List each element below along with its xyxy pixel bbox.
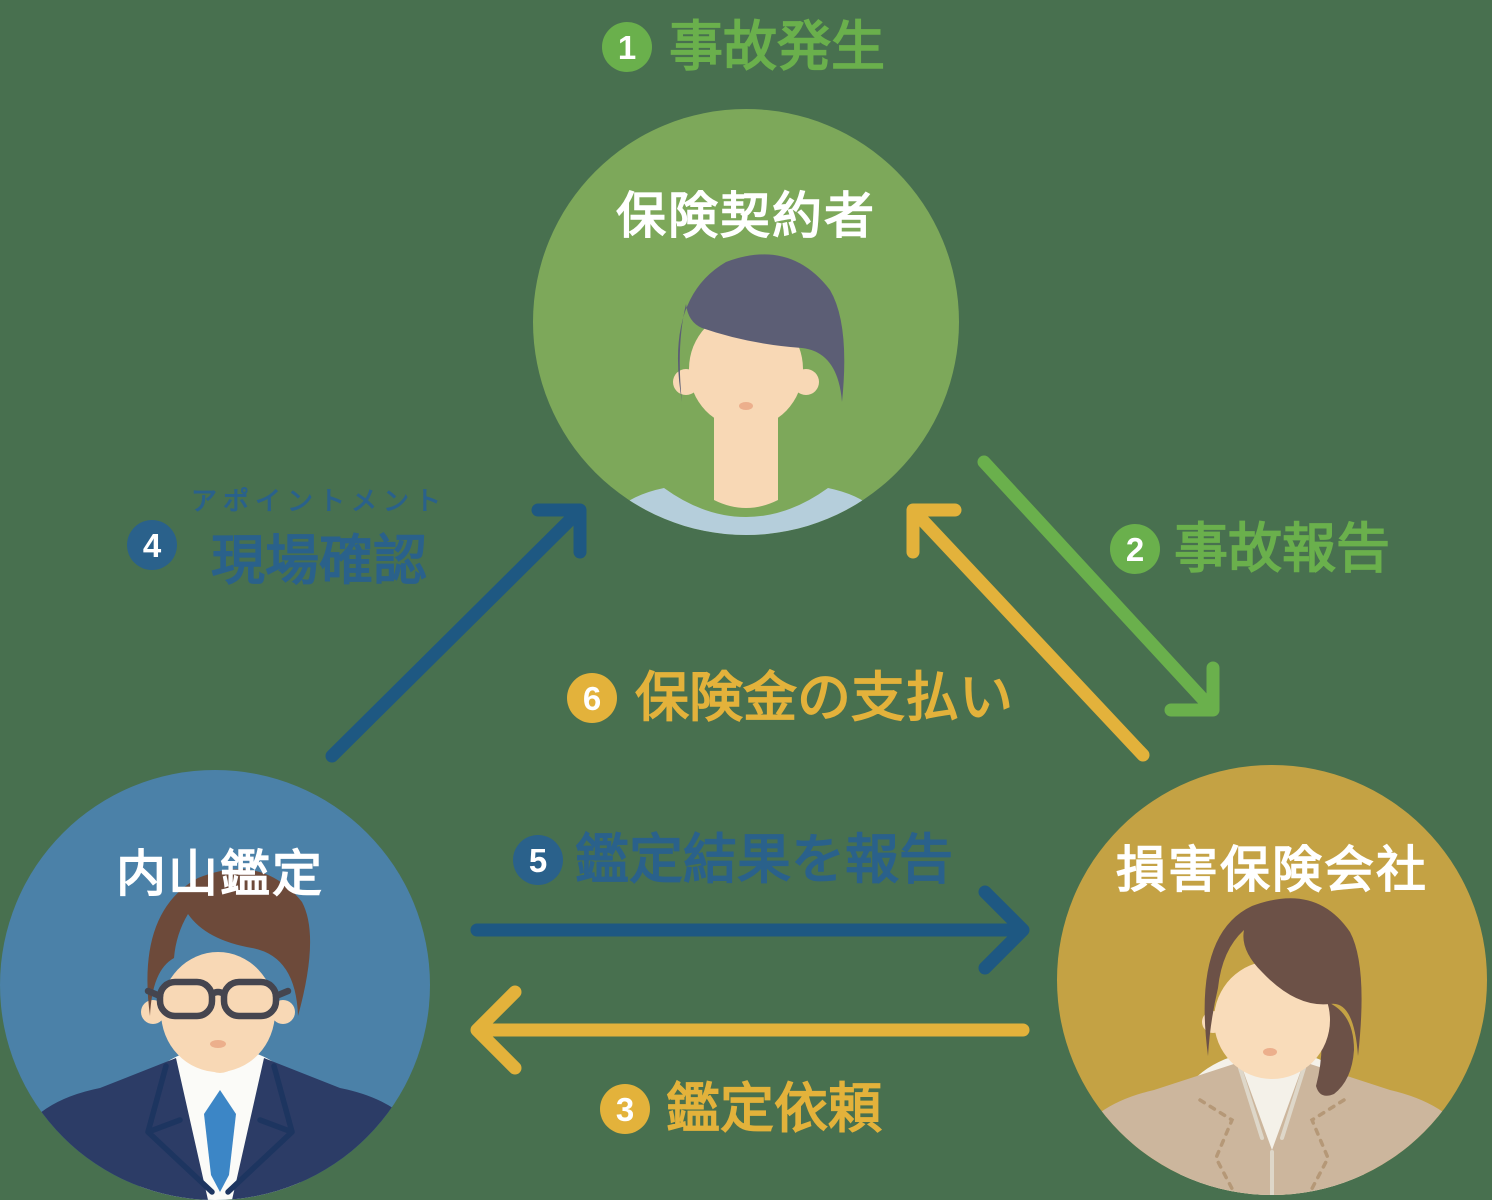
policyholder-mouth bbox=[739, 402, 753, 410]
step3-appraisal-request: 3 鑑定依頼 bbox=[600, 1082, 882, 1136]
appraiser-face bbox=[161, 952, 275, 1072]
glasses-icon bbox=[144, 978, 292, 1020]
arrow-step5-report-results bbox=[470, 885, 1030, 975]
insurer-mouth bbox=[1263, 1048, 1277, 1056]
flow-arrows bbox=[325, 455, 1220, 1075]
step2-number-badge: 2 bbox=[1110, 524, 1160, 574]
insurer-hair bbox=[1204, 898, 1362, 1056]
step4-number-badge: 4 bbox=[127, 520, 177, 570]
step5-number-badge: 5 bbox=[513, 835, 563, 885]
appraiser-label: 内山鑑定 bbox=[116, 846, 324, 902]
step1-number-badge: 1 bbox=[602, 22, 652, 72]
step2-label: 事故報告 bbox=[1174, 519, 1390, 579]
step2-accident-report: 2 事故報告 bbox=[1110, 522, 1390, 576]
appraiser-node bbox=[0, 770, 430, 1200]
step3-label: 鑑定依頼 bbox=[666, 1079, 882, 1139]
policyholder-label: 保険契約者 bbox=[616, 188, 876, 244]
step3-number-badge: 3 bbox=[600, 1084, 650, 1134]
step6-number-badge: 6 bbox=[567, 673, 617, 723]
insurer-jacket bbox=[1062, 1062, 1482, 1195]
step4-sublabel: アポイントメント bbox=[190, 486, 447, 516]
arrow-step6-payment bbox=[906, 503, 1150, 762]
arrow-step3-appraisal-request bbox=[470, 985, 1030, 1075]
appraiser-mouth bbox=[210, 1040, 226, 1048]
step4-label: 現場確認 bbox=[211, 531, 427, 591]
appraiser-tie bbox=[204, 1090, 236, 1192]
appraiser-lapel-lines bbox=[145, 1063, 295, 1195]
insurer-jacket-stitching bbox=[1198, 1098, 1346, 1195]
step1-label: 事故発生 bbox=[669, 17, 885, 77]
insurer-label: 損害保険会社 bbox=[1116, 842, 1428, 898]
policyholder-neck bbox=[714, 400, 778, 508]
insurer-node bbox=[1057, 765, 1487, 1195]
step1-accident-occurs: 1 事故発生 bbox=[602, 20, 885, 74]
step6-label: 保険金の支払い bbox=[635, 668, 1013, 728]
arrow-step2-accident-report bbox=[977, 455, 1220, 717]
appraiser-hair bbox=[147, 869, 311, 1016]
step5-label: 鑑定結果を報告 bbox=[575, 830, 953, 890]
arrow-step4-site-check bbox=[325, 503, 587, 763]
policyholder-hair bbox=[677, 254, 845, 402]
woman-ponytail-person-icon bbox=[1062, 898, 1482, 1195]
insurer-collar-lines bbox=[1238, 1066, 1306, 1195]
step6-payment: 6 保険金の支払い bbox=[567, 671, 1013, 725]
step5-report-results: 5 鑑定結果を報告 bbox=[513, 833, 953, 887]
